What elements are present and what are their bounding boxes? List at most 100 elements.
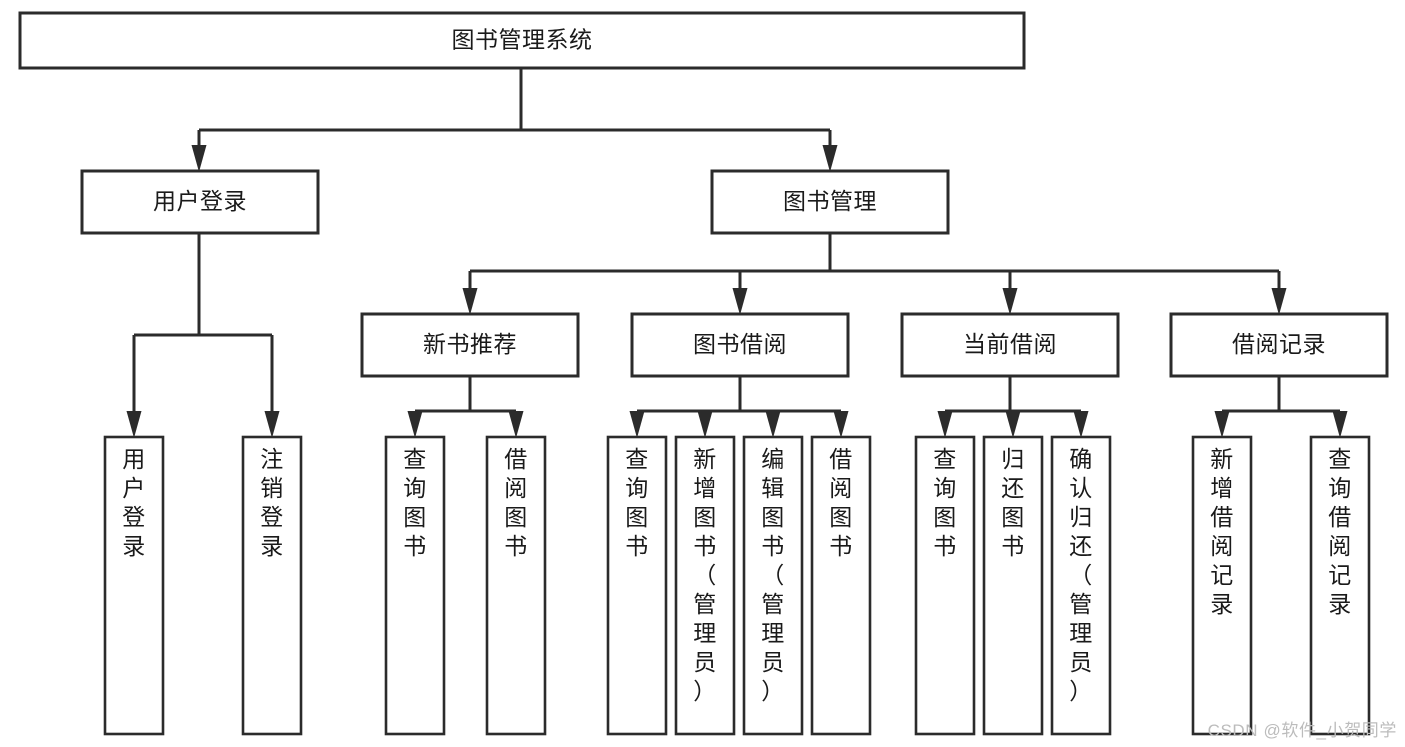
node-leaf-borrow-book-2[interactable]: 借阅图书	[810, 435, 872, 736]
connector-arrowhead	[833, 411, 849, 438]
connector-arrowhead	[1214, 411, 1230, 438]
connector-arrowhead	[1271, 288, 1287, 315]
connector-arrowhead	[1002, 288, 1018, 315]
node-leaf-query-record[interactable]: 查询借阅记录	[1309, 435, 1371, 736]
node-box[interactable]	[360, 312, 580, 378]
node-label: 用户登录	[122, 446, 146, 559]
node-current-borrow[interactable]: 当前借阅	[900, 312, 1120, 378]
connector-arrowhead	[629, 411, 645, 438]
node-label-char: 借	[829, 446, 853, 472]
node-label-char: 员	[693, 649, 717, 675]
connector-arrowhead	[508, 411, 524, 438]
node-label: 确认归还（管理员）	[1069, 446, 1093, 704]
node-leaf-logout[interactable]: 注销登录	[241, 435, 303, 736]
node-leaf-confirm-return[interactable]: 确认归还（管理员）	[1050, 435, 1112, 736]
node-label: 归还图书	[1001, 446, 1025, 559]
connector-arrowhead	[407, 411, 423, 438]
node-label-char: 认	[1069, 475, 1093, 501]
node-leaf-add-book[interactable]: 新增图书（管理员）	[674, 435, 736, 736]
node-book-manage[interactable]: 图书管理	[710, 169, 950, 235]
node-box[interactable]	[1050, 435, 1112, 736]
node-leaf-query-book-2[interactable]: 查询图书	[606, 435, 668, 736]
node-user-login[interactable]: 用户登录	[80, 169, 320, 235]
node-box[interactable]	[1309, 435, 1371, 736]
node-label-char: 借	[1210, 504, 1234, 530]
node-leaf-edit-book[interactable]: 编辑图书（管理员）	[742, 435, 804, 736]
node-borrow-record[interactable]: 借阅记录	[1169, 312, 1389, 378]
node-label-char: 增	[693, 475, 717, 501]
node-label: 借阅记录	[1232, 331, 1326, 357]
node-label-char: 书	[504, 533, 528, 559]
node-label-char: 员	[761, 649, 785, 675]
node-box[interactable]	[1169, 312, 1389, 378]
node-label-char: 阅	[504, 475, 528, 501]
node-box[interactable]	[18, 11, 1026, 70]
node-label-char: 图	[403, 504, 427, 530]
connector-new-book-rec-to-leaves	[407, 376, 524, 438]
node-box[interactable]	[630, 312, 850, 378]
node-label-char: 录	[1328, 591, 1352, 617]
node-label-char: 图	[829, 504, 853, 530]
node-box[interactable]	[674, 435, 736, 736]
node-label-char: 理	[693, 620, 717, 646]
node-box[interactable]	[241, 435, 303, 736]
connector-arrowhead	[732, 288, 748, 315]
node-box[interactable]	[742, 435, 804, 736]
node-leaf-add-record[interactable]: 新增借阅记录	[1191, 435, 1253, 736]
node-label-char: 录	[1210, 591, 1234, 617]
connector-arrowhead	[1073, 411, 1089, 438]
node-label-char: 管	[693, 591, 717, 617]
connector-user-login-to-leaves	[126, 233, 280, 438]
node-box[interactable]	[384, 435, 446, 736]
node-label-char: 询	[1328, 475, 1352, 501]
node-leaf-user-login[interactable]: 用户登录	[103, 435, 165, 736]
node-leaf-return-book[interactable]: 归还图书	[982, 435, 1044, 736]
node-label-char: 图	[504, 504, 528, 530]
node-label: 新书推荐	[423, 331, 517, 357]
node-new-book-rec[interactable]: 新书推荐	[360, 312, 580, 378]
node-label: 查询图书	[933, 446, 957, 559]
node-label-char: 理	[761, 620, 785, 646]
node-leaf-query-book-1[interactable]: 查询图书	[384, 435, 446, 736]
connector-arrowhead	[264, 411, 280, 438]
node-label-char: （	[693, 562, 717, 588]
node-label: 新增借阅记录	[1210, 446, 1234, 617]
node-label: 编辑图书（管理员）	[761, 446, 785, 704]
node-label-char: （	[761, 562, 785, 588]
node-label-char: 书	[403, 533, 427, 559]
node-book-borrow[interactable]: 图书借阅	[630, 312, 850, 378]
connector-arrowhead	[822, 145, 838, 172]
node-box[interactable]	[103, 435, 165, 736]
connector-arrowhead	[765, 411, 781, 438]
node-label-char: 记	[1210, 562, 1234, 588]
connector-arrowhead	[126, 411, 142, 438]
node-label: 用户登录	[153, 188, 247, 214]
node-label-char: 图	[625, 504, 649, 530]
node-label-char: 归	[1069, 504, 1093, 530]
node-root[interactable]: 图书管理系统	[18, 11, 1026, 70]
node-label-char: 查	[403, 446, 427, 472]
connector-arrowhead	[937, 411, 953, 438]
connector-arrowhead	[1005, 411, 1021, 438]
node-leaf-query-book-3[interactable]: 查询图书	[914, 435, 976, 736]
node-label-char: 增	[1210, 475, 1234, 501]
node-leaf-borrow-book-1[interactable]: 借阅图书	[485, 435, 547, 736]
node-box[interactable]	[606, 435, 668, 736]
node-label-char: （	[1069, 562, 1093, 588]
node-label-char: 借	[1328, 504, 1352, 530]
node-box[interactable]	[710, 169, 950, 235]
node-label-char: 图	[693, 504, 717, 530]
node-box[interactable]	[1191, 435, 1253, 736]
node-box[interactable]	[900, 312, 1120, 378]
node-label-char: 新	[1210, 446, 1234, 472]
node-label-char: 图	[1001, 504, 1025, 530]
node-box[interactable]	[810, 435, 872, 736]
node-label-char: 图	[933, 504, 957, 530]
node-box[interactable]	[80, 169, 320, 235]
node-label-char: 书	[693, 533, 717, 559]
node-label: 当前借阅	[963, 331, 1057, 357]
node-box[interactable]	[485, 435, 547, 736]
node-box[interactable]	[914, 435, 976, 736]
node-box[interactable]	[982, 435, 1044, 736]
